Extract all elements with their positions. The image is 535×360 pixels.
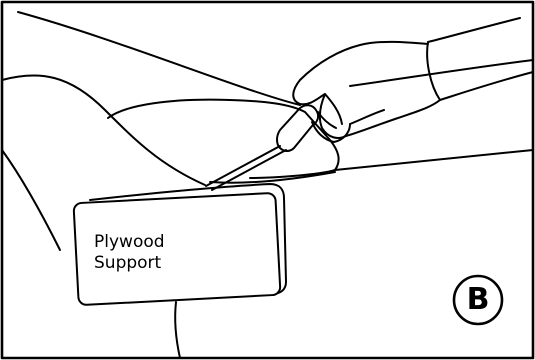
back-cushion-outline: [1, 74, 206, 186]
hand-fingers: [311, 93, 385, 143]
seat-lower-line: [209, 171, 336, 184]
board-front: [72, 192, 282, 306]
plywood-support-label: Plywood Support: [94, 232, 234, 274]
back-cushion-top: [17, 11, 301, 106]
board-leg: [174, 301, 181, 359]
step-letter: B: [466, 282, 490, 317]
sleeve: [426, 17, 534, 101]
screwdriver-shaft: [205, 145, 287, 191]
step-circle: [452, 274, 504, 326]
arm-line: [1, 149, 61, 251]
screwdriver-handle: [276, 104, 320, 152]
board-back: [89, 183, 287, 295]
board-label-line1: Plywood: [94, 232, 165, 252]
seat-cushion: [107, 98, 340, 179]
frame-side-line: [349, 59, 534, 87]
seat-front-edge: [334, 149, 534, 171]
board-label-line2: Support: [94, 253, 162, 273]
